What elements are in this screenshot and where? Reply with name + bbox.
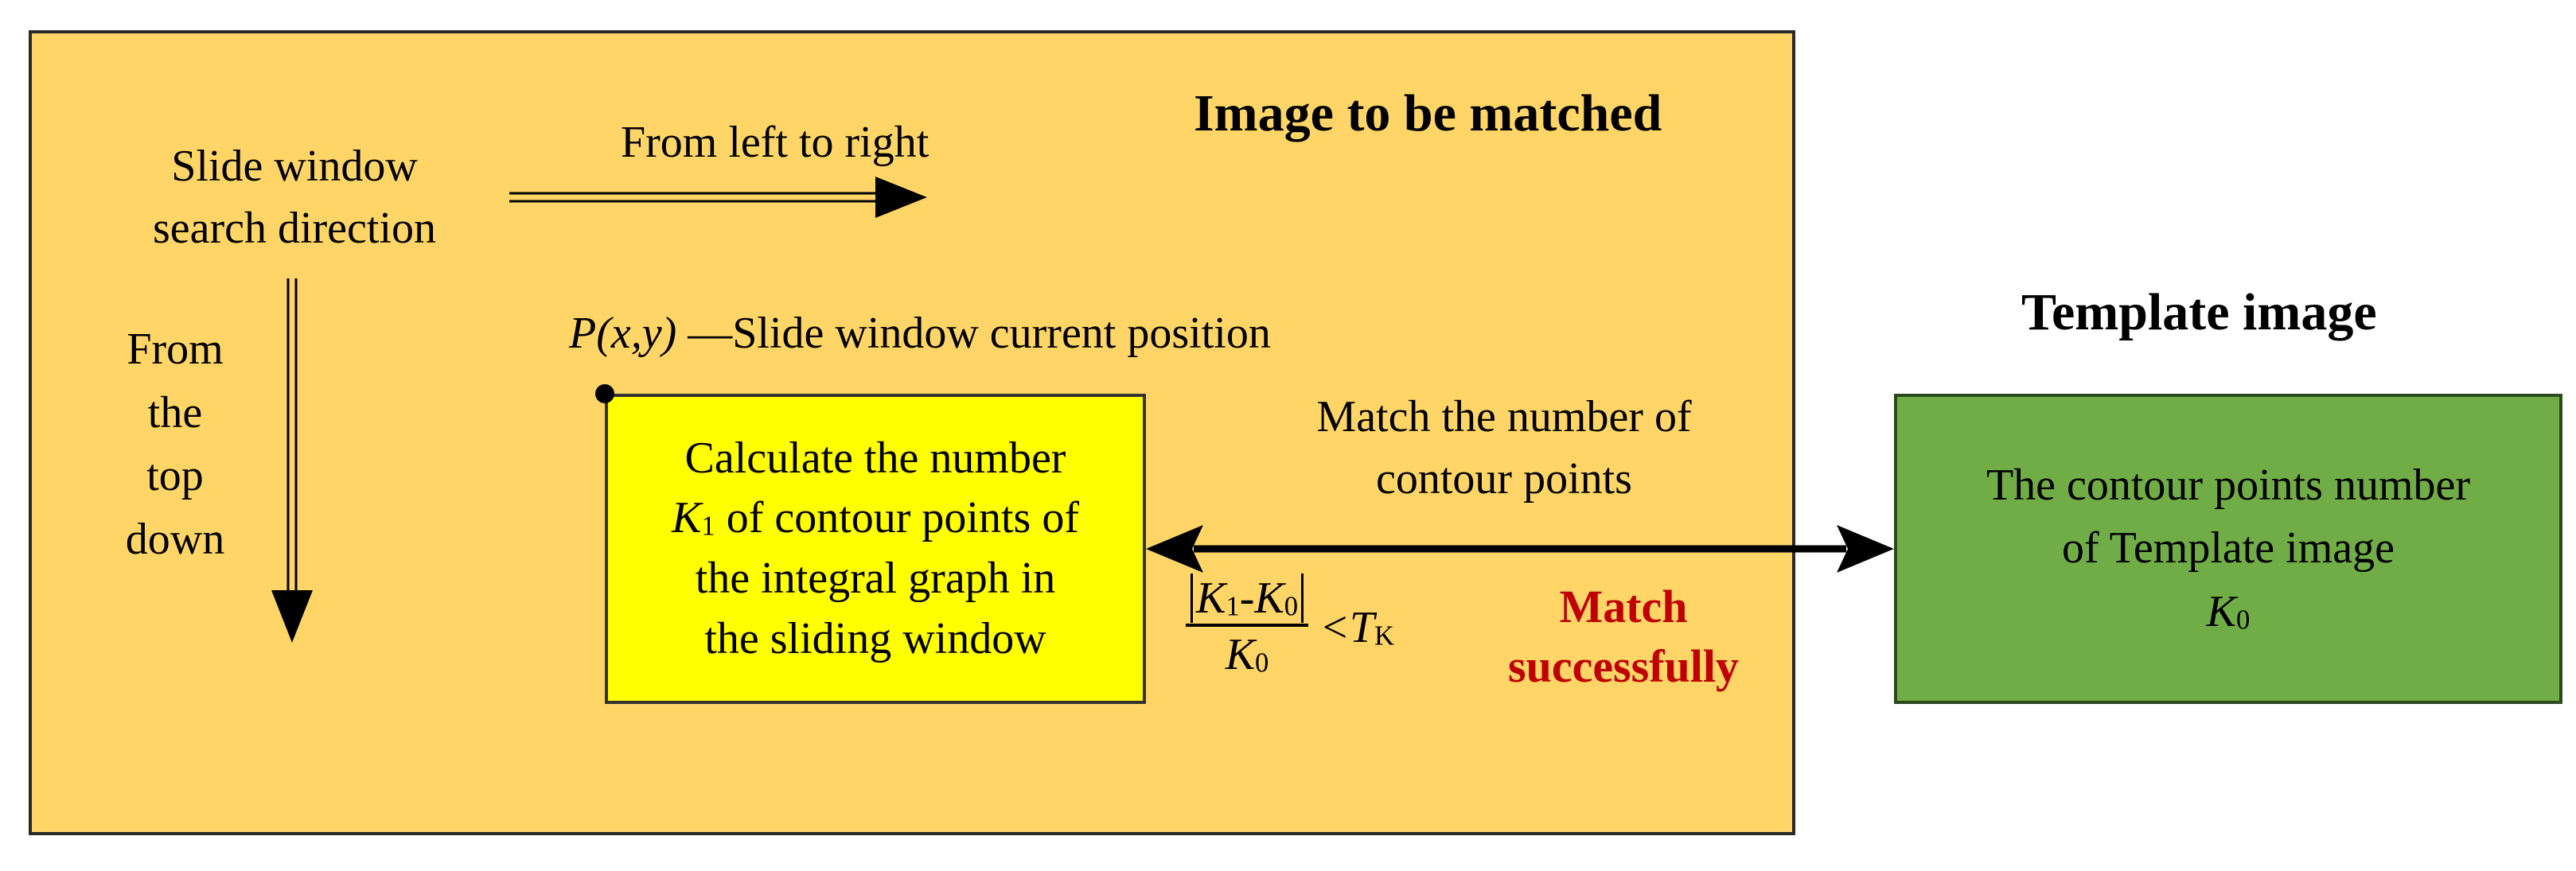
match-successfully-label: Match successfully — [1480, 577, 1767, 697]
slide-window-direction-label: Slide window search direction — [111, 135, 477, 260]
match-number-line2: contour points — [1376, 454, 1632, 504]
position-symbol: P — [569, 309, 597, 358]
template-image-title: Template image — [2021, 283, 2377, 341]
image-to-be-matched-title: Image to be matched — [1194, 84, 1662, 142]
top-down-word-1: From — [127, 325, 224, 374]
top-down-word-2: the — [147, 387, 203, 437]
match-number-label: Match the number of contour points — [1257, 386, 1751, 511]
position-args: (x,y) — [596, 309, 677, 358]
formula-denominator: K0 — [1226, 627, 1269, 682]
from-left-to-right-label: From left to right — [621, 118, 929, 167]
calc-line2-rest: of contour points of — [715, 493, 1079, 543]
calc-line2: K1 of contour points of — [672, 488, 1079, 549]
template-line1: The contour points number — [1986, 460, 2471, 510]
calculate-k1-text: Calculate the number K1 of contour point… — [672, 429, 1079, 669]
match-number-line1: Match the number of — [1316, 392, 1692, 441]
formula-t: T — [1349, 603, 1375, 653]
formula-minus: - — [1239, 574, 1255, 623]
template-image-box: The contour points number of Template im… — [1894, 394, 2562, 704]
formula-k1-sub: 1 — [1226, 590, 1240, 622]
formula-k1: K — [1196, 574, 1226, 623]
top-down-label: From the top down — [95, 318, 255, 571]
formula-lt: < — [1319, 603, 1350, 653]
formula-t-sub: K — [1374, 620, 1395, 651]
formula-k0: K — [1254, 574, 1284, 623]
match-condition-formula: K1-K0 K0 <TK — [1186, 573, 1394, 682]
template-k0: K0 — [1986, 581, 2470, 644]
position-description: —Slide window current position — [688, 309, 1271, 358]
formula-den-sub: 0 — [1255, 647, 1269, 679]
formula-threshold: <TK — [1319, 602, 1394, 653]
top-down-word-3: top — [146, 451, 204, 501]
match-success-line2: successfully — [1508, 640, 1739, 693]
calc-k-sub: 1 — [701, 510, 715, 542]
formula-k0-sub: 0 — [1284, 590, 1299, 622]
template-line2: of Template image — [2061, 523, 2395, 574]
calculate-k1-box: Calculate the number K1 of contour point… — [605, 394, 1146, 704]
template-box-text: The contour points number of Template im… — [1986, 454, 2470, 644]
calc-line1: Calculate the number — [684, 433, 1066, 483]
calc-line3: the integral graph in — [695, 554, 1056, 603]
template-k-sub: 0 — [2235, 604, 2251, 636]
formula-numerator: K1-K0 — [1186, 573, 1309, 628]
template-k-symbol: K — [2206, 586, 2236, 636]
formula-fraction: K1-K0 K0 — [1186, 573, 1309, 682]
top-down-word-4: down — [125, 514, 225, 564]
calc-k-symbol: K — [672, 493, 702, 543]
match-success-line1: Match — [1559, 581, 1688, 632]
formula-den-k: K — [1225, 630, 1256, 680]
calc-line4: the sliding window — [704, 613, 1046, 663]
slide-window-line2: search direction — [152, 204, 437, 254]
current-position-label: P(x,y) —Slide window current position — [569, 302, 1271, 364]
slide-window-line1: Slide window — [171, 142, 418, 191]
